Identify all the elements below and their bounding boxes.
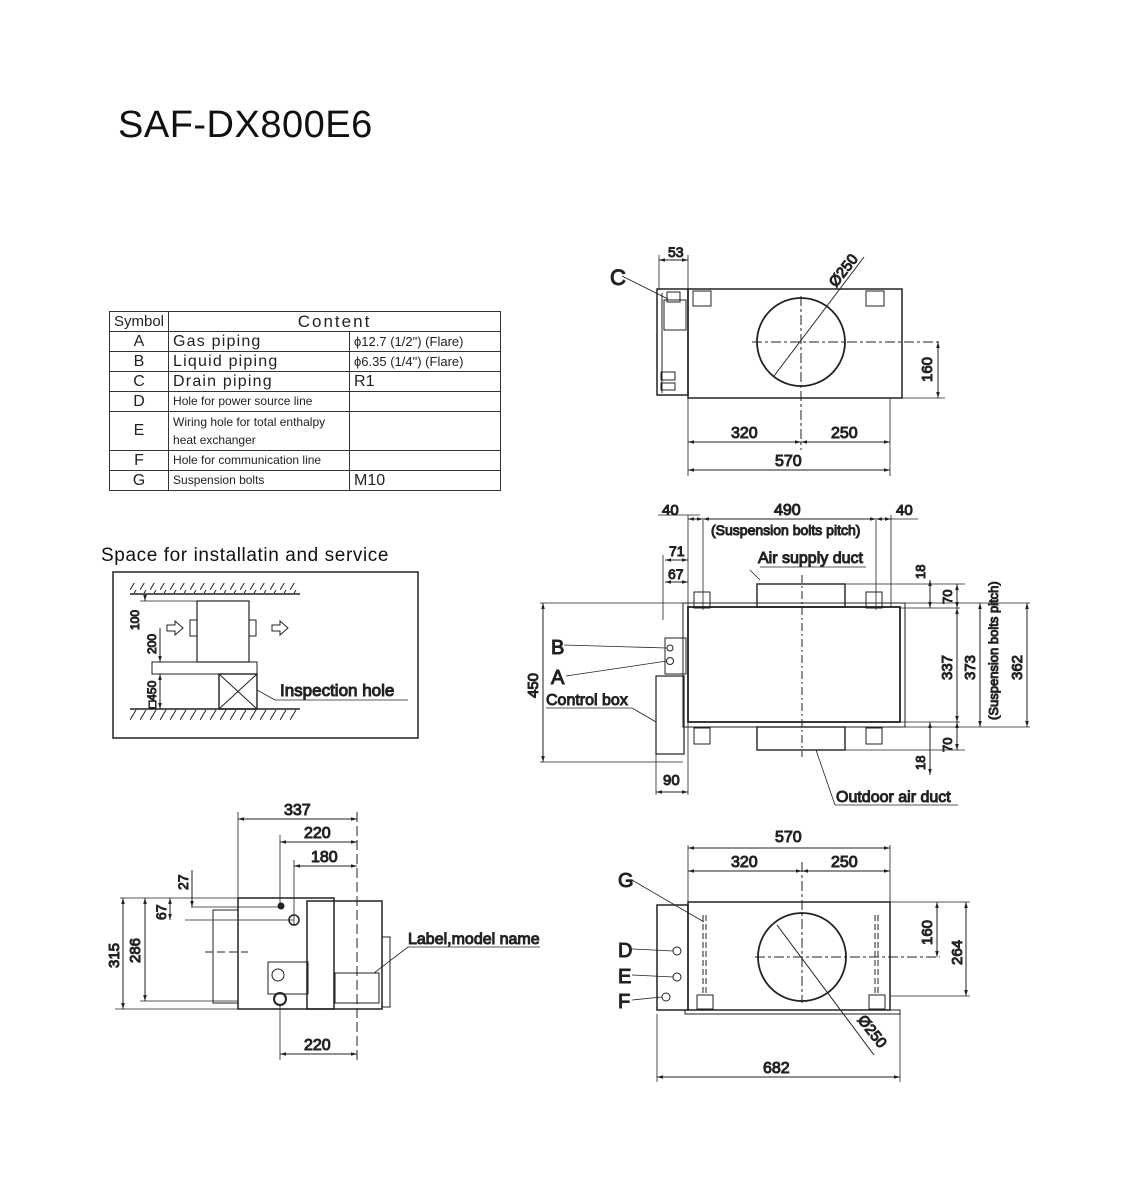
dim-490: 490 — [774, 502, 801, 519]
model-title: SAF-DX800E6 — [118, 104, 373, 146]
dim-70-top: 70 — [940, 590, 955, 604]
dim-570: 570 — [775, 453, 802, 470]
row-content: Suspension bolts — [168, 470, 351, 491]
dim-450: □450 — [145, 680, 159, 708]
dim-337-side: 337 — [284, 802, 311, 819]
dim-220-top: 220 — [304, 825, 331, 842]
row-value: M10 — [349, 470, 502, 491]
dim-27: 27 — [175, 874, 191, 890]
label-E: E — [618, 966, 631, 988]
dim-220-bottom: 220 — [304, 1037, 331, 1054]
dim-682: 682 — [763, 1060, 790, 1077]
dim-67-side: 67 — [153, 904, 169, 920]
dim-dia250-front: Ø250 — [854, 1012, 890, 1051]
dim-180: 180 — [311, 849, 338, 866]
label-C: C — [610, 265, 626, 290]
label-F: F — [618, 991, 630, 1013]
dim-dia250: Ø250 — [826, 251, 862, 290]
dim-160-front: 160 — [919, 920, 936, 945]
table-row: A Gas piping ϕ12.7 (1/2") (Flare) — [108, 331, 502, 352]
control-box-label: Control box — [546, 692, 628, 709]
table-row: B Liquid piping ϕ6.35 (1/4") (Flare) — [108, 351, 502, 372]
dim-373: 373 — [962, 655, 979, 680]
dim-40-right: 40 — [896, 502, 913, 519]
dim-18-bottom: 18 — [913, 756, 928, 770]
row-content-line1: Wiring hole for total enthalpy — [173, 415, 326, 429]
dim-362: 362 — [1009, 655, 1026, 680]
spec-table: Symbol Content A Gas piping ϕ12.7 (1/2")… — [108, 311, 502, 491]
dim-18-top: 18 — [913, 565, 928, 579]
airflow-arrow-icon — [271, 619, 289, 637]
front-view — [631, 845, 970, 1082]
label-G: G — [618, 870, 634, 892]
dim-320-front: 320 — [731, 854, 758, 871]
dim-200: 200 — [145, 634, 159, 654]
label-A: A — [551, 667, 565, 689]
table-row: C Drain piping R1 — [108, 371, 502, 392]
service-space-title: Space for installatin and service — [101, 545, 390, 566]
dim-570-front: 570 — [775, 829, 802, 846]
air-supply-duct-label: Air supply duct — [758, 550, 863, 567]
table-row: D Hole for power source line — [108, 391, 502, 412]
dim-286: 286 — [127, 938, 144, 963]
outdoor-air-duct-label: Outdoor air duct — [836, 789, 951, 806]
plan-view — [540, 514, 1030, 806]
row-content-line2: heat exchanger — [173, 433, 256, 447]
row-symbol: E — [108, 411, 170, 451]
row-content: Hole for power source line — [168, 391, 351, 412]
dim-100: 100 — [128, 610, 142, 630]
side-view — [115, 812, 540, 1060]
dim-71: 71 — [669, 543, 685, 559]
pitch-label-v: (Suspension bolts pitch) — [986, 581, 1001, 720]
top-view — [621, 255, 945, 476]
row-content: Drain piping — [168, 371, 351, 392]
dim-264: 264 — [949, 940, 966, 965]
label-model-name: Label,model name — [408, 931, 540, 948]
service-space-diagram — [112, 571, 419, 739]
table-row: G Suspension bolts M10 — [108, 470, 502, 491]
dim-67: 67 — [668, 566, 684, 582]
dim-90: 90 — [663, 772, 680, 789]
symbol-header: Symbol — [108, 311, 170, 332]
dim-337: 337 — [939, 655, 956, 680]
row-content: Wiring hole for total enthalpy heat exch… — [168, 411, 351, 451]
table-row: F Hole for communication line — [108, 450, 502, 471]
dim-450: 450 — [525, 673, 542, 698]
row-symbol: G — [108, 470, 170, 491]
dim-70-bottom: 70 — [940, 738, 955, 752]
label-D: D — [618, 940, 632, 962]
inspection-hole-label: Inspection hole — [280, 681, 394, 700]
dim-160: 160 — [919, 357, 936, 382]
label-B: B — [551, 637, 564, 659]
dim-315: 315 — [106, 943, 123, 968]
dim-40-left: 40 — [662, 502, 679, 519]
pitch-label-h: (Suspension bolts pitch) — [711, 522, 860, 538]
dim-250-front: 250 — [831, 854, 858, 871]
dim-53: 53 — [668, 244, 684, 260]
dim-320: 320 — [731, 425, 758, 442]
airflow-arrow-icon — [166, 619, 184, 637]
row-value: ϕ6.35 (1/4") (Flare) — [349, 351, 502, 372]
dim-250: 250 — [831, 425, 858, 442]
